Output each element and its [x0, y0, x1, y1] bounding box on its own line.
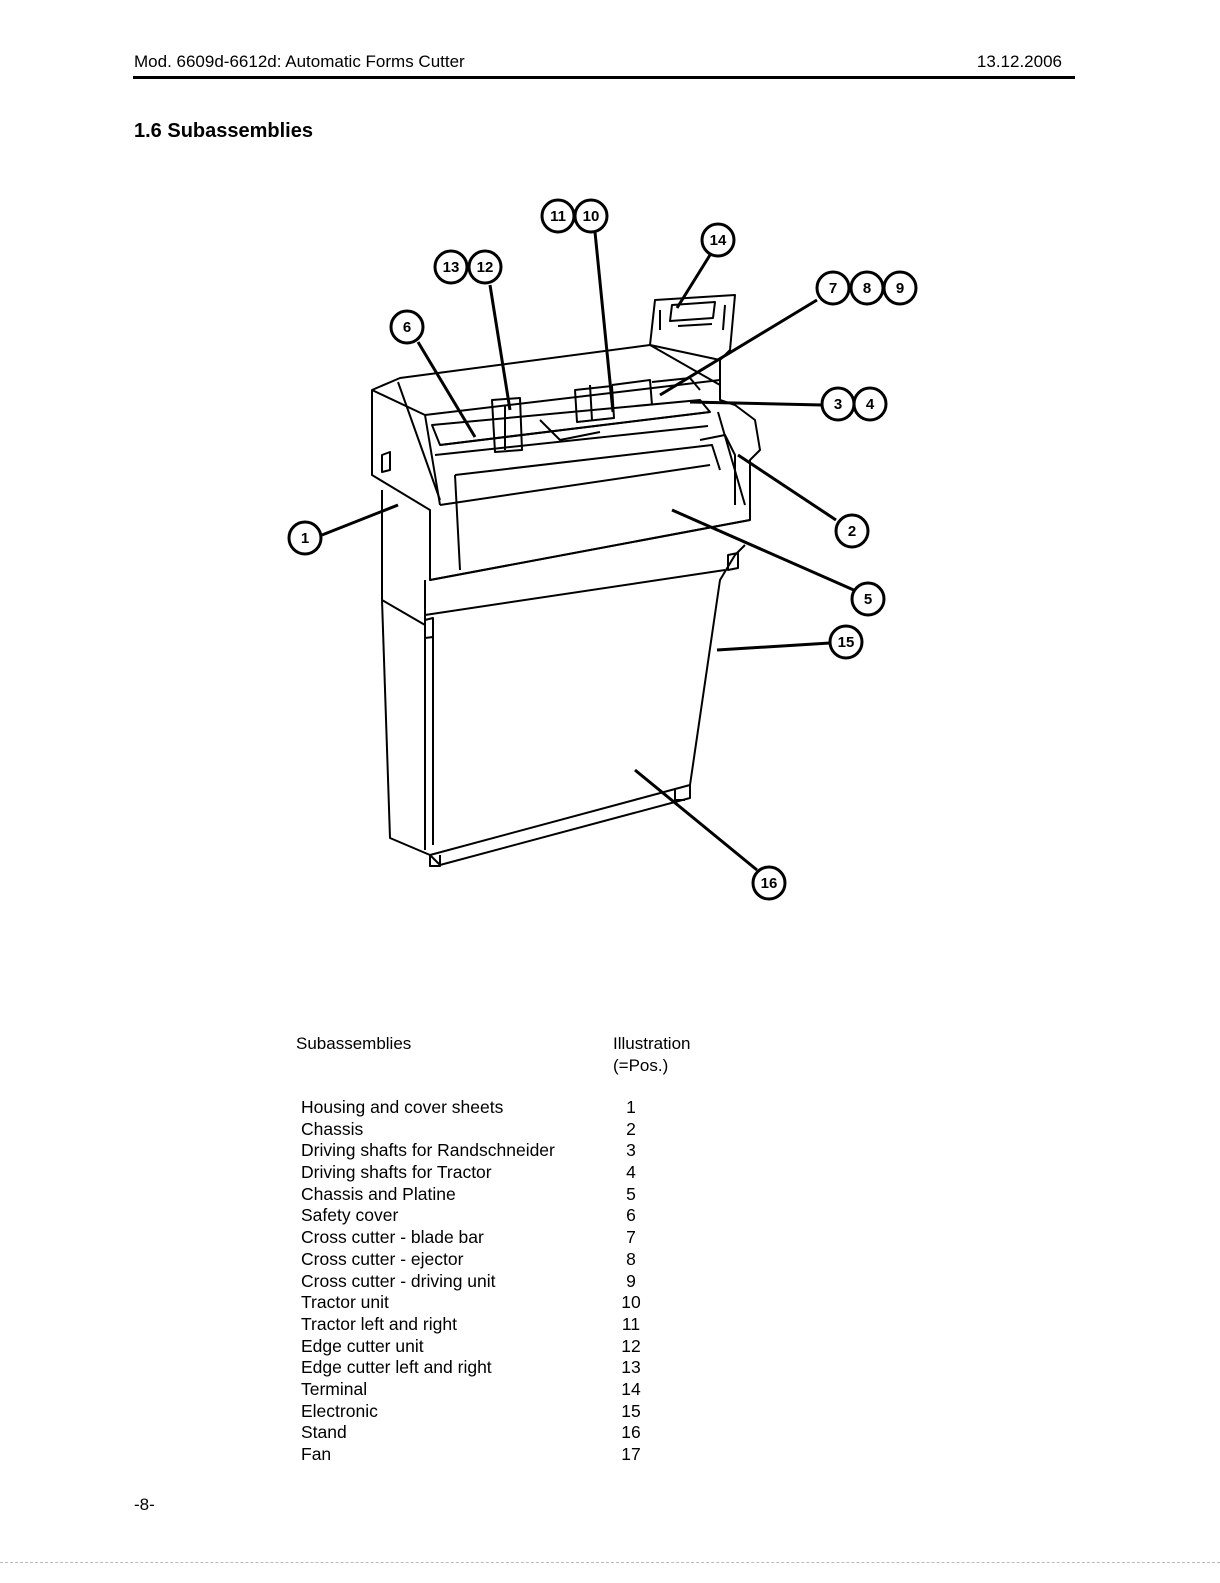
svg-text:7: 7	[829, 280, 837, 297]
document-date: 13.12.2006	[976, 52, 1062, 71]
list-item: Safety cover 6	[301, 1205, 721, 1227]
callout-14: 14	[700, 222, 736, 258]
svg-text:11: 11	[550, 208, 566, 225]
callout-16: 16	[751, 865, 787, 901]
svg-text:5: 5	[864, 591, 872, 608]
svg-text:12: 12	[477, 259, 494, 276]
callout-15: 15	[828, 624, 864, 660]
item-pos: 3	[626, 1140, 636, 1161]
list-item: Stand 16	[301, 1422, 721, 1444]
item-name: Driving shafts for Randschneider	[301, 1140, 555, 1161]
svg-text:3: 3	[834, 396, 842, 413]
item-name: Terminal	[301, 1378, 368, 1399]
item-name: Edge cutter left and right	[301, 1357, 492, 1378]
item-name: Edge cutter unit	[301, 1335, 424, 1356]
list-item: Driving shafts for Randschneider 3	[301, 1140, 721, 1162]
list-item: Cross cutter - blade bar 7	[301, 1227, 721, 1249]
item-pos: 7	[626, 1227, 636, 1248]
item-pos: 8	[626, 1248, 636, 1269]
item-name: Cross cutter - ejector	[301, 1248, 464, 1269]
svg-text:13: 13	[443, 259, 460, 276]
item-pos: 1	[626, 1097, 636, 1117]
item-pos: 16	[621, 1422, 641, 1443]
list-item: Cross cutter - driving unit 9	[301, 1271, 721, 1293]
page-header: Mod. 6609d-6612d: Automatic Forms Cutter…	[134, 52, 1074, 74]
page-bottom-edge	[0, 1562, 1220, 1564]
list-item: Edge cutter left and right 13	[301, 1357, 721, 1379]
list-item: Terminal 14	[301, 1379, 721, 1401]
column-header-illustration-line1: Illustration	[613, 1034, 691, 1053]
list-item: Edge cutter unit 12	[301, 1336, 721, 1358]
list-item: Tractor left and right 11	[301, 1314, 721, 1336]
list-item: Housing and cover sheets 1	[301, 1097, 721, 1119]
item-pos: 5	[626, 1183, 636, 1204]
svg-text:15: 15	[838, 634, 855, 651]
list-item: Electronic 15	[301, 1401, 721, 1423]
page-number: -8-	[134, 1495, 155, 1514]
svg-text:9: 9	[896, 280, 904, 297]
callout-2: 2	[834, 513, 870, 549]
svg-text:4: 4	[866, 396, 875, 413]
list-item: Chassis and Platine 5	[301, 1184, 721, 1206]
callout-1: 1	[287, 520, 323, 556]
item-pos: 14	[621, 1378, 641, 1399]
svg-text:1: 1	[301, 530, 309, 547]
forms-cutter-drawing: 1 2 3 4 5 6 7	[287, 198, 918, 901]
callout-4: 4	[852, 386, 888, 422]
item-pos: 4	[626, 1162, 636, 1183]
callout-13: 13	[433, 249, 469, 285]
svg-text:10: 10	[583, 208, 600, 225]
list-item: Driving shafts for Tractor 4	[301, 1162, 721, 1184]
callout-5: 5	[850, 581, 886, 617]
item-pos: 15	[621, 1400, 641, 1421]
item-name: Cross cutter - driving unit	[301, 1270, 496, 1291]
column-header-illustration: Illustration (=Pos.)	[613, 1033, 690, 1077]
header-rule	[133, 76, 1075, 79]
callout-6: 6	[389, 309, 425, 345]
item-name: Cross cutter - blade bar	[301, 1227, 484, 1248]
item-name: Tractor unit	[301, 1292, 389, 1313]
item-name: Driving shafts for Tractor	[301, 1162, 492, 1183]
item-pos: 2	[626, 1118, 636, 1139]
item-name: Housing and cover sheets	[301, 1097, 504, 1117]
column-header-subassemblies: Subassemblies	[296, 1034, 412, 1053]
column-header-illustration-line2: (=Pos.)	[613, 1056, 669, 1075]
subassemblies-list: Housing and cover sheets 1 Chassis 2 Drivi…	[301, 1097, 721, 1466]
callout-8: 8	[849, 270, 885, 306]
item-pos: 12	[621, 1335, 641, 1356]
item-pos: 11	[621, 1313, 641, 1334]
svg-text:8: 8	[863, 280, 871, 297]
callout-3: 3	[820, 386, 856, 422]
item-name: Chassis and Platine	[301, 1183, 456, 1204]
callout-10: 10	[573, 198, 609, 234]
item-pos: 13	[621, 1357, 641, 1378]
item-name: Fan	[301, 1444, 332, 1464]
svg-text:2: 2	[848, 523, 856, 540]
section-title: 1.6 Subassemblies	[134, 120, 313, 142]
item-pos: 10	[621, 1292, 641, 1313]
callout-12: 12	[467, 249, 503, 285]
item-name: Chassis	[301, 1118, 364, 1139]
item-name: Tractor left and right	[301, 1313, 457, 1334]
svg-text:16: 16	[761, 875, 778, 892]
callout-11: 11	[540, 198, 576, 234]
callout-7: 7	[815, 270, 851, 306]
callout-9: 9	[882, 270, 918, 306]
item-name: Electronic	[301, 1400, 378, 1421]
subassemblies-illustration: 1 2 3 4 5 6 7	[270, 190, 950, 910]
item-name: Safety cover	[301, 1205, 399, 1226]
document-title: Mod. 6609d-6612d: Automatic Forms Cutter	[134, 52, 465, 71]
list-item: Chassis 2	[301, 1119, 721, 1141]
item-pos: 6	[626, 1205, 636, 1226]
list-item: Cross cutter - ejector 8	[301, 1249, 721, 1271]
item-pos: 9	[626, 1270, 636, 1291]
list-item: Fan 17	[301, 1444, 721, 1466]
item-pos: 17	[621, 1444, 641, 1464]
item-name: Stand	[301, 1422, 347, 1443]
svg-text:6: 6	[403, 319, 411, 336]
list-item: Tractor unit 10	[301, 1292, 721, 1314]
svg-text:14: 14	[710, 232, 727, 249]
